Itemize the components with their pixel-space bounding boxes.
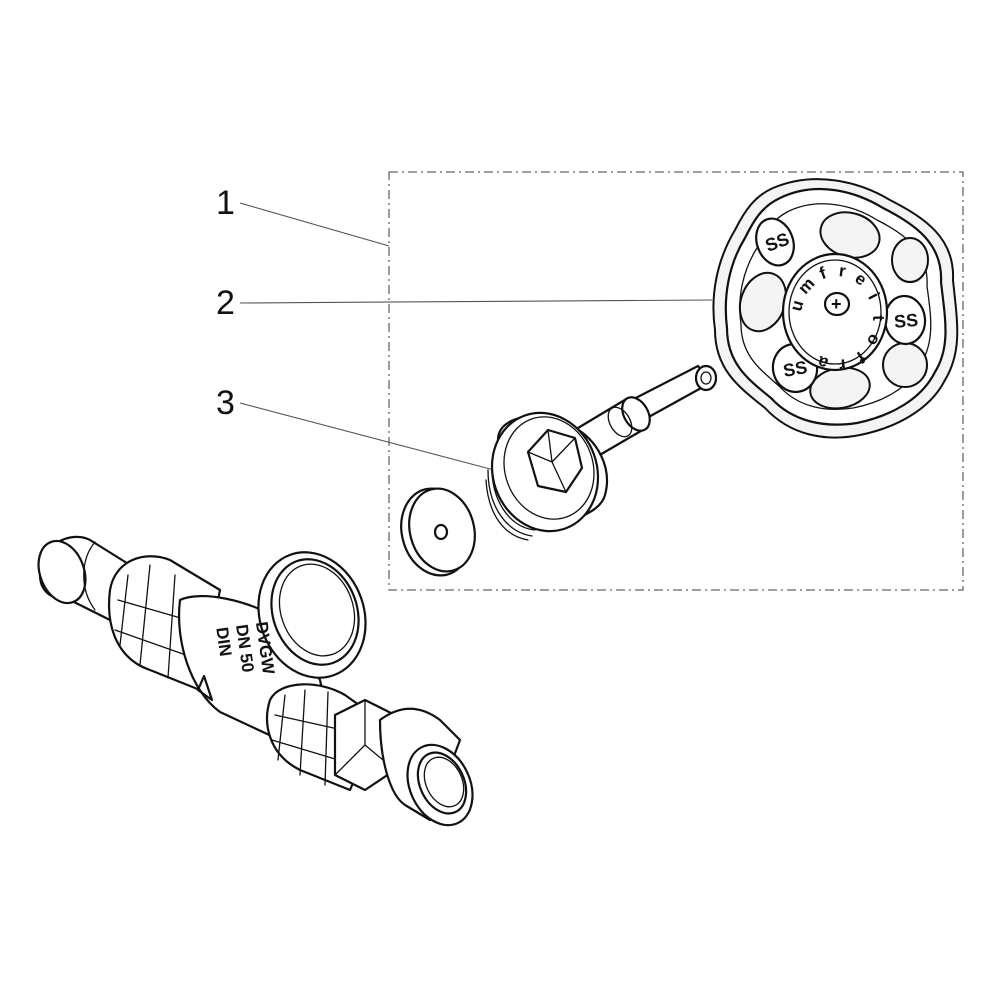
- callout-3-label: 3: [216, 384, 235, 422]
- valve-body: DVGW DN 50 DIN: [37, 535, 474, 827]
- sealing-disc-hole: [433, 523, 449, 541]
- callout-2-leader: [239, 299, 713, 304]
- ss-logo-icon: SS: [755, 217, 795, 267]
- handwheel-opening-right: [882, 342, 928, 388]
- valve-headpiece: [485, 364, 718, 541]
- callout-1: 1: [216, 184, 390, 247]
- marking-din: DIN: [212, 626, 235, 658]
- handwheel-hub-inner: [788, 259, 882, 365]
- sealing-disc: [400, 487, 476, 577]
- callout-2-label: 2: [216, 284, 235, 322]
- ring-letter: u: [786, 298, 807, 313]
- callout-3: 3: [216, 384, 495, 471]
- spindle-tip: [694, 364, 718, 392]
- flow-arrow-icon: [196, 674, 214, 702]
- handwheel-opening-upper-right: [891, 237, 929, 283]
- body-markings: DVGW DN 50 DIN: [212, 620, 278, 676]
- callout-1-label: 1: [216, 184, 235, 222]
- callout-3-leader: [239, 402, 495, 471]
- ring-letter: t: [869, 315, 888, 321]
- ring-letter: r: [838, 355, 847, 375]
- svg-text:SS: SS: [782, 357, 809, 381]
- center-screw: [823, 291, 851, 317]
- assembly-group-box: [388, 171, 964, 591]
- center-screw-symbol: +: [831, 294, 842, 314]
- ring-letter: r: [838, 261, 847, 281]
- svg-text:SS: SS: [893, 310, 919, 332]
- callout-1-leader: [239, 202, 390, 247]
- handwheel-rim-inner: [739, 203, 932, 411]
- callout-2: 2: [216, 284, 713, 322]
